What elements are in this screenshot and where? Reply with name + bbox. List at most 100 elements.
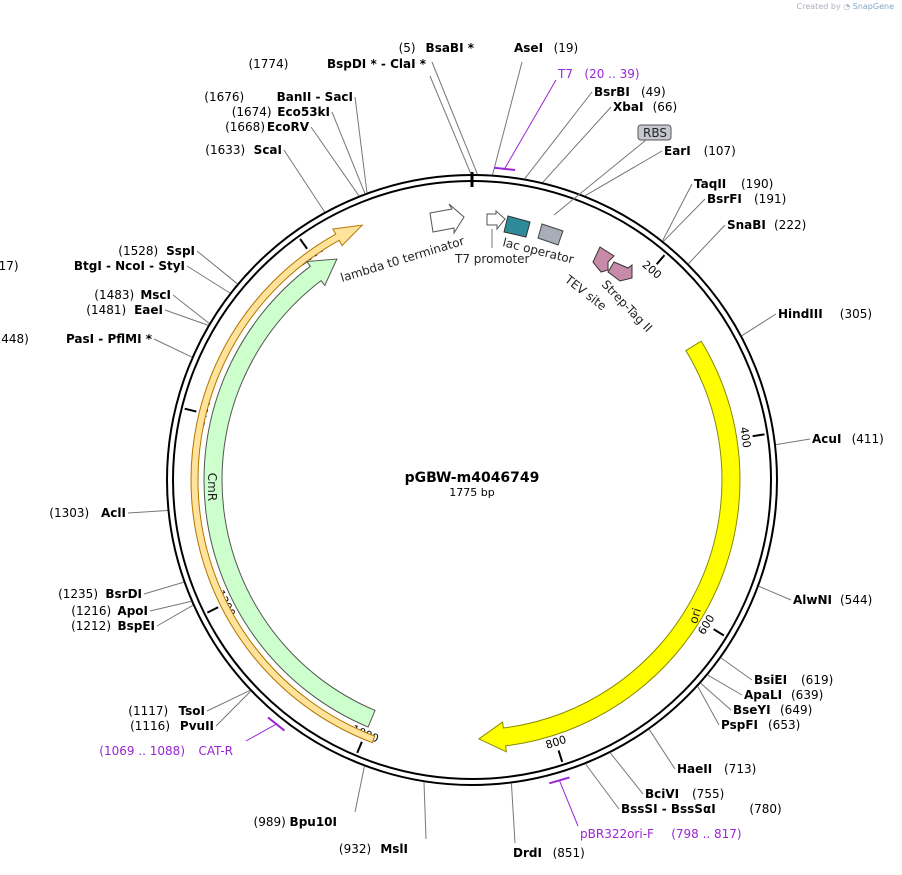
site-position: (544) [840,593,872,607]
site-banii-saci[interactable]: BanII - SacI(1676) [204,90,368,193]
site-taqii[interactable]: TaqII(190) [662,177,774,241]
site-leader [585,763,620,810]
primer-binding-mark [267,716,286,732]
site-msci[interactable]: MscI(1483) [94,288,210,324]
site-name: DrdI [513,846,542,860]
site-position: (713) [724,762,756,776]
site-name: Bpu10I [290,815,337,829]
site-xbai[interactable]: XbaI(66) [542,100,677,183]
site-bseyi[interactable]: BseYI(649) [700,682,813,717]
site-position: (1117) [128,704,168,718]
site-position: (1212) [71,619,111,633]
site-pspfi[interactable]: PspFI(653) [697,686,800,732]
site-eco53ki[interactable]: Eco53kI (1674) [232,105,366,194]
site-position: (1774) [248,57,288,71]
site-leader [697,686,720,726]
site-name: EarI [664,144,691,158]
lac-operator-feature[interactable] [503,215,531,238]
site-name: Eco53kI [277,105,330,119]
primer-t7[interactable]: T7(20 .. 39) [494,67,640,171]
site-leader [609,752,644,795]
site-msli[interactable]: MslI(932) [339,782,427,856]
site-scai[interactable]: ScaI(1633) [205,143,326,213]
site-position: (1448) [0,332,29,346]
site-eari[interactable]: EarI(107) [584,144,736,197]
site-pvuii[interactable]: PvuII (1116) [130,690,251,733]
site-leader [143,581,184,595]
site-position: (851) [553,846,585,860]
cmr-promoter-feature[interactable] [190,224,376,744]
site-acli[interactable]: AclI(1303) [49,506,168,520]
snapgene-credit: Created by ◔ SnapGene [797,2,894,11]
site-apoi[interactable]: ApoI(1216) [71,600,192,618]
site-bsabi[interactable]: BsaBI *(5) [399,41,478,175]
t7-promoter-feature[interactable] [486,209,506,231]
primer-name: T7 [557,67,573,81]
cmr-label: CmR [205,473,219,501]
lambda-t0-terminator-feature[interactable] [429,203,465,235]
site-leader [127,510,168,514]
site-position: (19) [554,41,579,55]
site-leader [153,338,192,358]
site-bsrfi[interactable]: BsrFI(191) [663,192,786,242]
site-bspei[interactable]: BspEI (1212) [71,604,194,633]
site-leader [542,106,612,183]
site-name: PvuII [180,719,214,733]
primer-cat-r[interactable]: CAT-R(1069 .. 1088) [99,716,286,758]
site-hindiii[interactable]: HindIII(305) [741,307,872,337]
site-position: (1303) [49,506,89,520]
site-leader [688,224,726,265]
site-eaei[interactable]: EaeI(1481) [86,303,209,326]
lambda-t0-terminator-label: lambda t0 terminator [339,234,466,285]
site-position: (1116) [130,719,170,733]
site-bsssi-bsssai[interactable]: BssSI - BssSαI(780) [585,763,782,816]
site-leader [758,585,792,601]
site-leader [331,111,366,194]
strep-tag-ii-feature[interactable] [607,261,633,282]
tick-label: 800 [544,733,568,752]
tev-site-feature[interactable] [592,246,615,273]
site-drdi[interactable]: DrdI (851) [510,783,585,860]
site-bcivi[interactable]: BciVI(755) [609,752,724,801]
site-position: (1676) [204,90,244,104]
site-bpu10i[interactable]: Bpu10I(989) [254,766,365,829]
site-position: (1517) [0,259,19,273]
site-ecorv[interactable]: EcoRV(1668) [225,120,360,196]
site-leader [354,96,368,193]
tick-mark [356,741,363,754]
cmr-feature[interactable] [203,258,376,728]
site-bspdi-clai[interactable]: BspDI * - ClaI *(1774) [248,57,472,175]
rbs-feature[interactable]: RBS [637,124,672,141]
primer-binding-mark [494,166,516,171]
primer-pbr322ori-f[interactable]: pBR322ori-F(798 .. 817) [549,776,742,841]
primer-leader [245,723,277,742]
site-name: HindIII [778,307,823,321]
rbs-box-feature[interactable] [537,223,564,246]
site-leader [648,729,676,770]
site-haeii[interactable]: HaeII(713) [648,729,756,776]
ori-feature[interactable] [477,340,741,753]
site-acui[interactable]: AcuI(411) [775,432,884,446]
site-name: BsiEI [754,673,787,687]
site-apali[interactable]: ApaLI(639) [707,674,824,702]
site-name: BspEI [117,619,155,633]
site-bsrdi[interactable]: BsrDI(1235) [58,581,184,601]
site-tsoi[interactable]: TsoI(1117) [128,690,251,718]
rbs-leader [553,139,647,216]
site-position: (639) [791,688,823,702]
site-position: (1674) [232,105,272,119]
site-bsiei[interactable]: BsiEI(619) [720,657,833,687]
site-leader [429,75,472,175]
site-alwni[interactable]: AlwNI(544) [758,585,872,607]
site-btgi-ncoi-styi[interactable]: BtgI - NcoI - StyI(1517) [0,259,231,294]
site-name: MscI [140,288,171,302]
strep-tag-ii-label: Strep-Tag II [599,277,655,335]
site-asei[interactable]: AseI(19) [492,41,579,175]
site-leader [431,61,478,175]
site-bsrbi[interactable]: BsrBI(49) [524,85,666,179]
site-sspi[interactable]: SspI(1528) [118,244,238,285]
tick-mark [713,628,725,637]
site-pasi-pflmi[interactable]: PasI - PflMI *(1448) [0,332,192,358]
site-snabi[interactable]: SnaBI(222) [688,218,806,265]
